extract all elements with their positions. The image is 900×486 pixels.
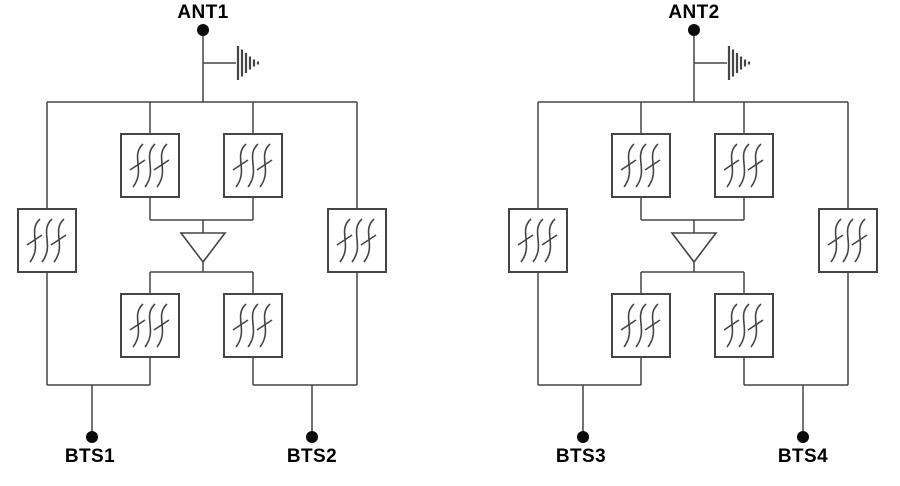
bts2-label: BTS2 [286, 446, 338, 467]
ant2-label: ANT2 [668, 2, 720, 23]
ant1-network [18, 24, 386, 443]
ant1-label: ANT1 [177, 2, 229, 23]
ant2-network [509, 24, 877, 443]
bts1-label: BTS1 [64, 446, 116, 467]
bts3-label: BTS3 [555, 446, 607, 467]
bts4-label: BTS4 [777, 446, 829, 467]
